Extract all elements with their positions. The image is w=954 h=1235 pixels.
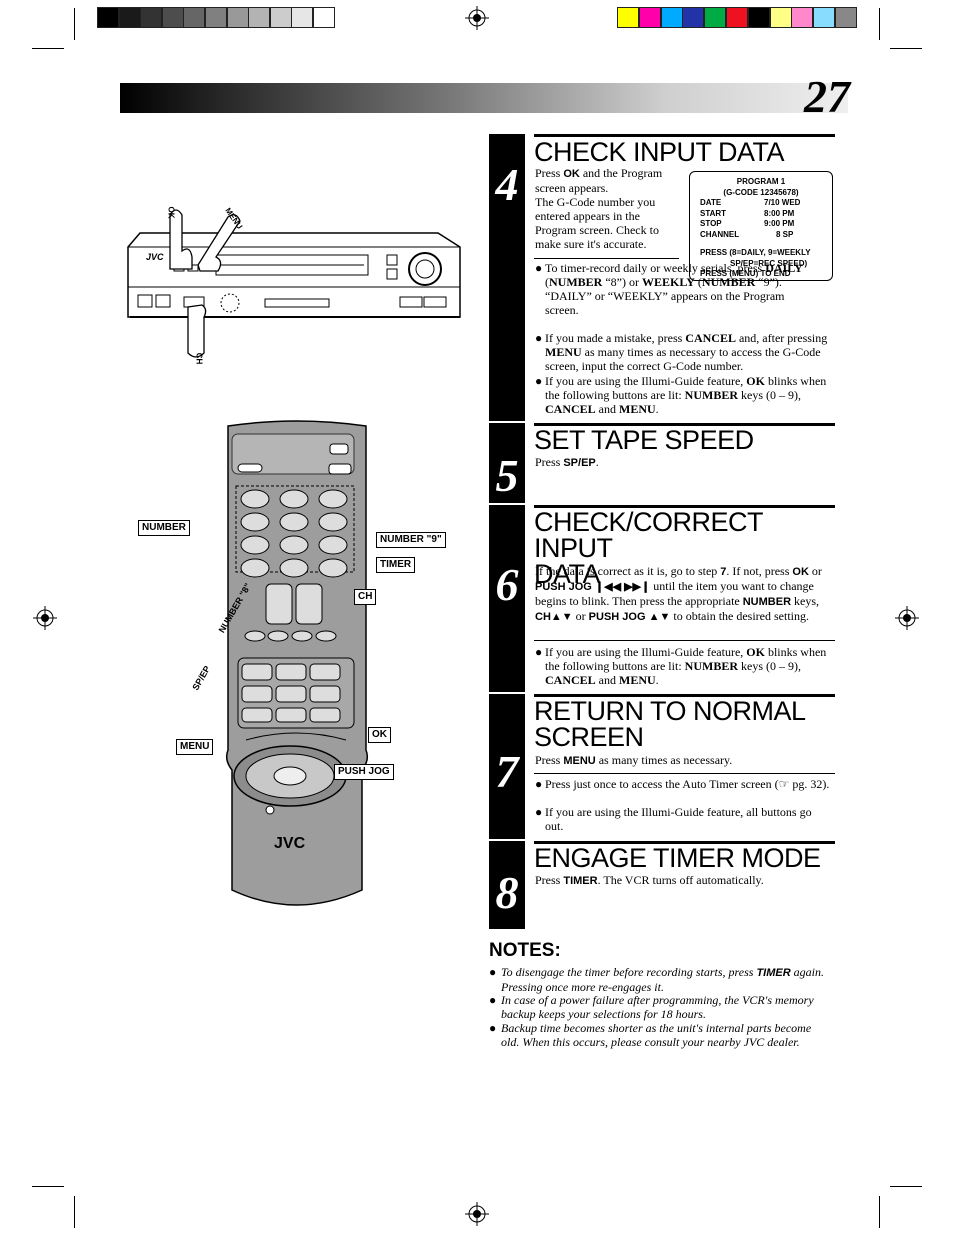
step-bar [489, 694, 525, 839]
color-swatch [660, 7, 683, 28]
remote-illustration [225, 420, 369, 906]
callout-number-9: NUMBER "9" [376, 532, 446, 548]
gray-swatch [140, 7, 163, 28]
gray-swatch [183, 7, 206, 28]
program-title: PROGRAM 1 [736, 177, 786, 186]
step7-text: Press MENU as many times as necessary. [535, 753, 733, 767]
section-rule [534, 423, 835, 426]
gray-swatch [291, 7, 314, 28]
note-item: ●In case of a power failure after progra… [489, 993, 814, 1021]
gray-swatch [118, 7, 141, 28]
crop-mark [890, 1186, 922, 1187]
page-header-bar [120, 83, 848, 113]
registration-mark-icon [33, 606, 57, 630]
divider [534, 773, 835, 774]
step-number: 5 [495, 450, 519, 501]
gray-swatch [97, 7, 119, 28]
bullet-item: ●If you are using the Illumi-Guide featu… [535, 805, 812, 833]
callout-menu: MENU [176, 739, 214, 755]
bullet-item: ● To timer-record daily or weekly serial… [535, 261, 803, 317]
gray-swatch [313, 7, 335, 28]
crop-mark [32, 48, 64, 49]
step-number: 6 [495, 559, 519, 610]
callout-push-jog: PUSH JOG [334, 764, 394, 780]
section-heading: CHECK INPUT DATA [534, 137, 785, 167]
crop-mark [32, 1186, 64, 1187]
registration-mark-icon [465, 6, 489, 30]
section-heading: ENGAGE TIMER MODE [534, 843, 821, 873]
color-swatch [617, 7, 639, 28]
crop-mark [74, 8, 75, 40]
bullet-item: ●Press just once to access the Auto Time… [535, 777, 830, 791]
step-bar [489, 841, 525, 929]
callout-ok: OK [368, 727, 391, 743]
step-number: 4 [495, 159, 519, 210]
program-footer: PRESS (MENU) TO END [700, 269, 791, 278]
section-rule [534, 841, 835, 844]
vcr-illustration [127, 209, 461, 358]
note-item: ●Backup time becomes shorter as the unit… [489, 1021, 812, 1049]
registration-mark-icon [465, 1202, 489, 1226]
crop-mark [74, 1196, 75, 1228]
gray-swatch [205, 7, 227, 28]
gray-swatch [269, 7, 292, 28]
color-swatch [791, 7, 814, 28]
color-swatch [704, 7, 727, 28]
step-bar [489, 134, 525, 421]
callout-ch: CH [354, 589, 377, 605]
step-number: 8 [495, 867, 519, 918]
step5-text: Press SP/EP. [535, 455, 599, 469]
crop-mark [879, 8, 880, 40]
color-swatch [726, 7, 748, 28]
section-rule [534, 694, 835, 697]
program-footer: SP/EP=REC SPEED) [730, 258, 808, 268]
page-number: 27 [804, 71, 850, 122]
step-bar [489, 423, 525, 503]
registration-mark-icon [895, 606, 919, 630]
section-rule [534, 505, 835, 508]
callout-sp-ep: SP/EP [190, 664, 213, 692]
step-number: 7 [495, 746, 519, 797]
color-swatch [769, 7, 792, 28]
crop-mark [890, 48, 922, 49]
notes-heading: NOTES: [489, 940, 561, 961]
divider [534, 258, 679, 259]
gray-swatch [226, 7, 249, 28]
remote-brand-logo: JVC [274, 835, 306, 852]
section-heading: SET TAPE SPEED [534, 425, 754, 455]
step6-text: If the data is correct as it is, go to s… [535, 564, 822, 623]
color-swatch [638, 7, 661, 28]
step4-intro: Press OK and the Program screen appears.… [535, 166, 663, 251]
vcr-brand-logo: JVC [146, 252, 164, 262]
color-swatch [813, 7, 836, 28]
callout-timer: TIMER [376, 557, 416, 573]
bullet-item: ● If you are using the Illumi-Guide feat… [535, 645, 827, 687]
program-footer: PRESS (8=DAILY, 9=WEEKLY [700, 248, 811, 257]
callout-number: NUMBER [138, 520, 190, 536]
bullet-item: ● If you are using the Illumi-Guide feat… [535, 374, 827, 416]
step-bar [489, 505, 525, 692]
vcr-ok-label: OK [166, 206, 176, 219]
gray-swatch [248, 7, 271, 28]
color-swatch [747, 7, 770, 28]
bullet-item: ● If you made a mistake, press CANCEL an… [535, 331, 828, 373]
step8-text: Press TIMER. The VCR turns off automatic… [535, 873, 764, 887]
gray-swatch [161, 7, 184, 28]
color-swatch [682, 7, 705, 28]
section-rule [534, 134, 835, 137]
note-item: ●To disengage the timer before recording… [489, 965, 825, 994]
divider [534, 640, 835, 641]
color-swatch [835, 7, 857, 28]
crop-mark [879, 1196, 880, 1228]
vcr-ch-label: CH [194, 352, 204, 365]
program-gcode: (G-CODE 12345678) [723, 187, 799, 197]
